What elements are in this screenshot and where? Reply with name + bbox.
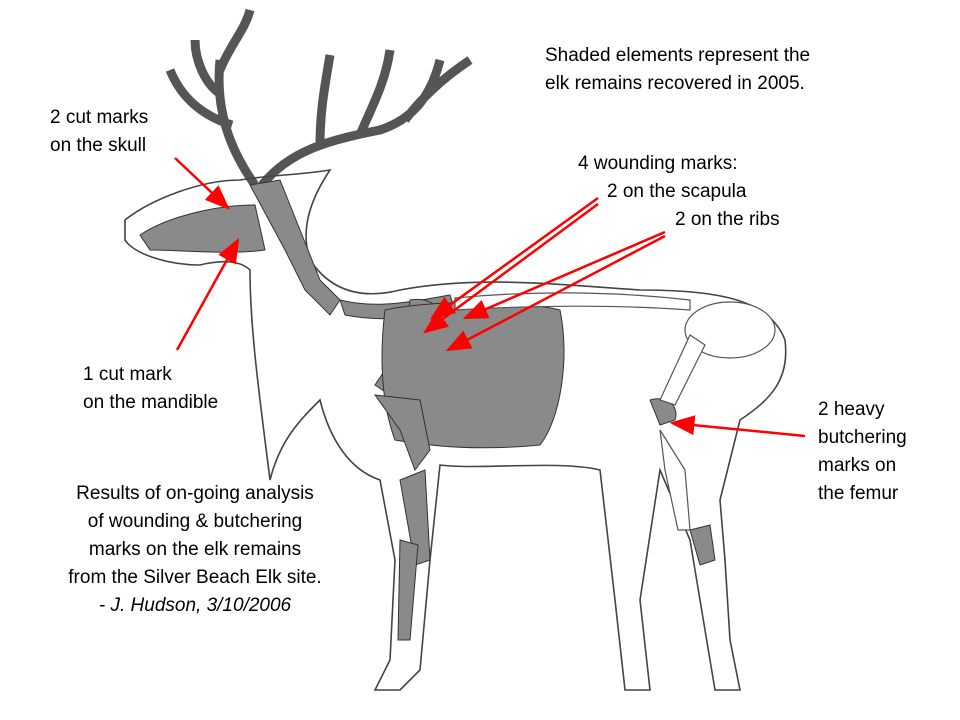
legend-line: elk remains recovered in 2005. [545,73,805,94]
arrow-scapula-1 [429,196,599,320]
legend-note: Shaded elements represent the elk remain… [545,42,810,98]
wounding-label-line: 4 wounding marks: [578,153,738,174]
skull-label: 2 cut marks on the skull [50,104,148,160]
caption-line: Results of on-going analysis [76,483,314,504]
arrow-scapula-2 [422,202,599,334]
femur-label-line: the femur [818,483,899,504]
metacarpal [397,539,419,641]
arrow-mandible [175,237,240,351]
femur-label: 2 heavy butchering marks on the femur [818,396,907,508]
arrow-ribs-2 [445,234,666,352]
antlers [165,8,473,188]
femur-label-line: butchering [818,427,907,448]
arrow-ribs-1 [462,230,666,320]
caption-line: from the Silver Beach Elk site. [68,567,322,588]
femur-label-line: 2 heavy [818,399,885,420]
skull-label-line: 2 cut marks [50,107,149,128]
wounding-label: 4 wounding marks: 2 on the scapula 2 on … [578,150,780,234]
femur-label-line: marks on [818,455,897,476]
mandible-label-line: 1 cut mark [83,364,172,385]
skull-bone [139,204,266,253]
caption-author: - J. Hudson, 3/10/2006 [98,595,292,616]
mandible-label: 1 cut mark on the mandible [83,361,218,417]
wounding-label-line: 2 on the ribs [675,209,780,230]
caption-line: of wounding & butchering [87,511,303,532]
skull-label-line: on the skull [50,135,147,156]
arrow-femur [669,415,806,438]
wounding-label-line: 2 on the scapula [607,181,747,202]
caption-line: marks on the elk remains [88,539,302,560]
arrow-skull [174,157,230,210]
caption: Results of on-going analysis of wounding… [30,480,360,620]
legend-line: Shaded elements represent the [545,45,811,66]
shaded-bones [139,179,716,641]
tarsal [689,524,716,566]
elk-body-outline [124,168,787,691]
humerus [373,394,431,472]
radius [399,469,431,566]
annotation-arrows [174,157,806,438]
mandible-label-line: on the mandible [83,392,219,413]
